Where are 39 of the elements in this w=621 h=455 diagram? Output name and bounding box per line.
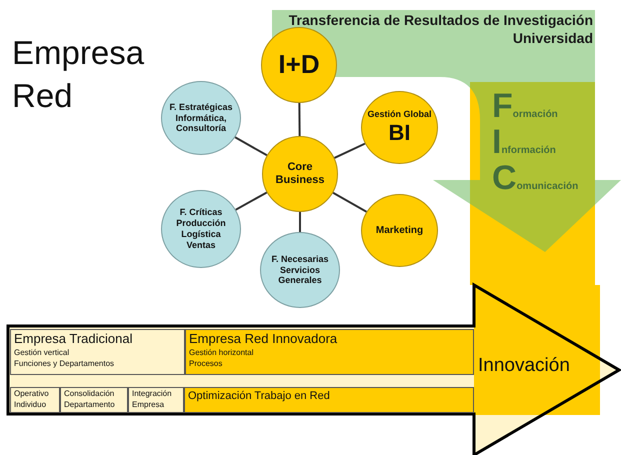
node-text: F. Críticas Producción Logística Ventas [175,207,227,251]
node-text: F. Necesarias Servicios Generales [270,254,330,286]
node-text: BI [388,120,410,146]
bar-text: Información [492,124,557,160]
connector-line [298,103,301,136]
cell-text: Empresa Tradicional [14,331,134,348]
block-arrow [8,285,621,455]
table-cell [10,329,185,375]
table-cell [10,387,60,413]
node-text: F. Estratégicas Informática, Consultoría [168,102,234,134]
arrow-text: Innovación [478,355,571,377]
connector-line [234,136,268,156]
table-cell [60,387,128,413]
bar-text: Formación [492,88,559,124]
table-cell [185,329,474,375]
cell-text: Consolidación Departamento [64,389,116,411]
connector-line [299,212,301,232]
cell-text: Integración Empresa [132,389,173,411]
connector-line [235,192,268,211]
arrow-text: Transferencia de Resultados de Investigación [288,12,593,30]
bar [470,82,595,285]
cell-text: Funciones y Departamentos [14,358,116,370]
cell-text: Gestión horizontal [189,348,254,359]
cell-text: Optimización Trabajo en Red [188,389,331,404]
node-text: Gestión Global [367,108,432,120]
arrow-text: Universidad [512,30,593,47]
title: Empresa Red [12,33,146,116]
connector-line [334,142,366,159]
cell-text: Procesos [189,358,224,370]
node-text: I+D [278,49,320,81]
bar-text: Comunicación [492,160,580,196]
node-text: Marketing [376,224,424,236]
cell-text: Gestión vertical [14,348,70,359]
connector-line [332,192,367,213]
cell-text: Empresa Red Innovadora [189,331,338,348]
table-cell [128,387,184,413]
table-cell [184,387,474,413]
node-text: Core Business [274,160,326,188]
cell-text: Operativo Individuo [14,389,50,411]
